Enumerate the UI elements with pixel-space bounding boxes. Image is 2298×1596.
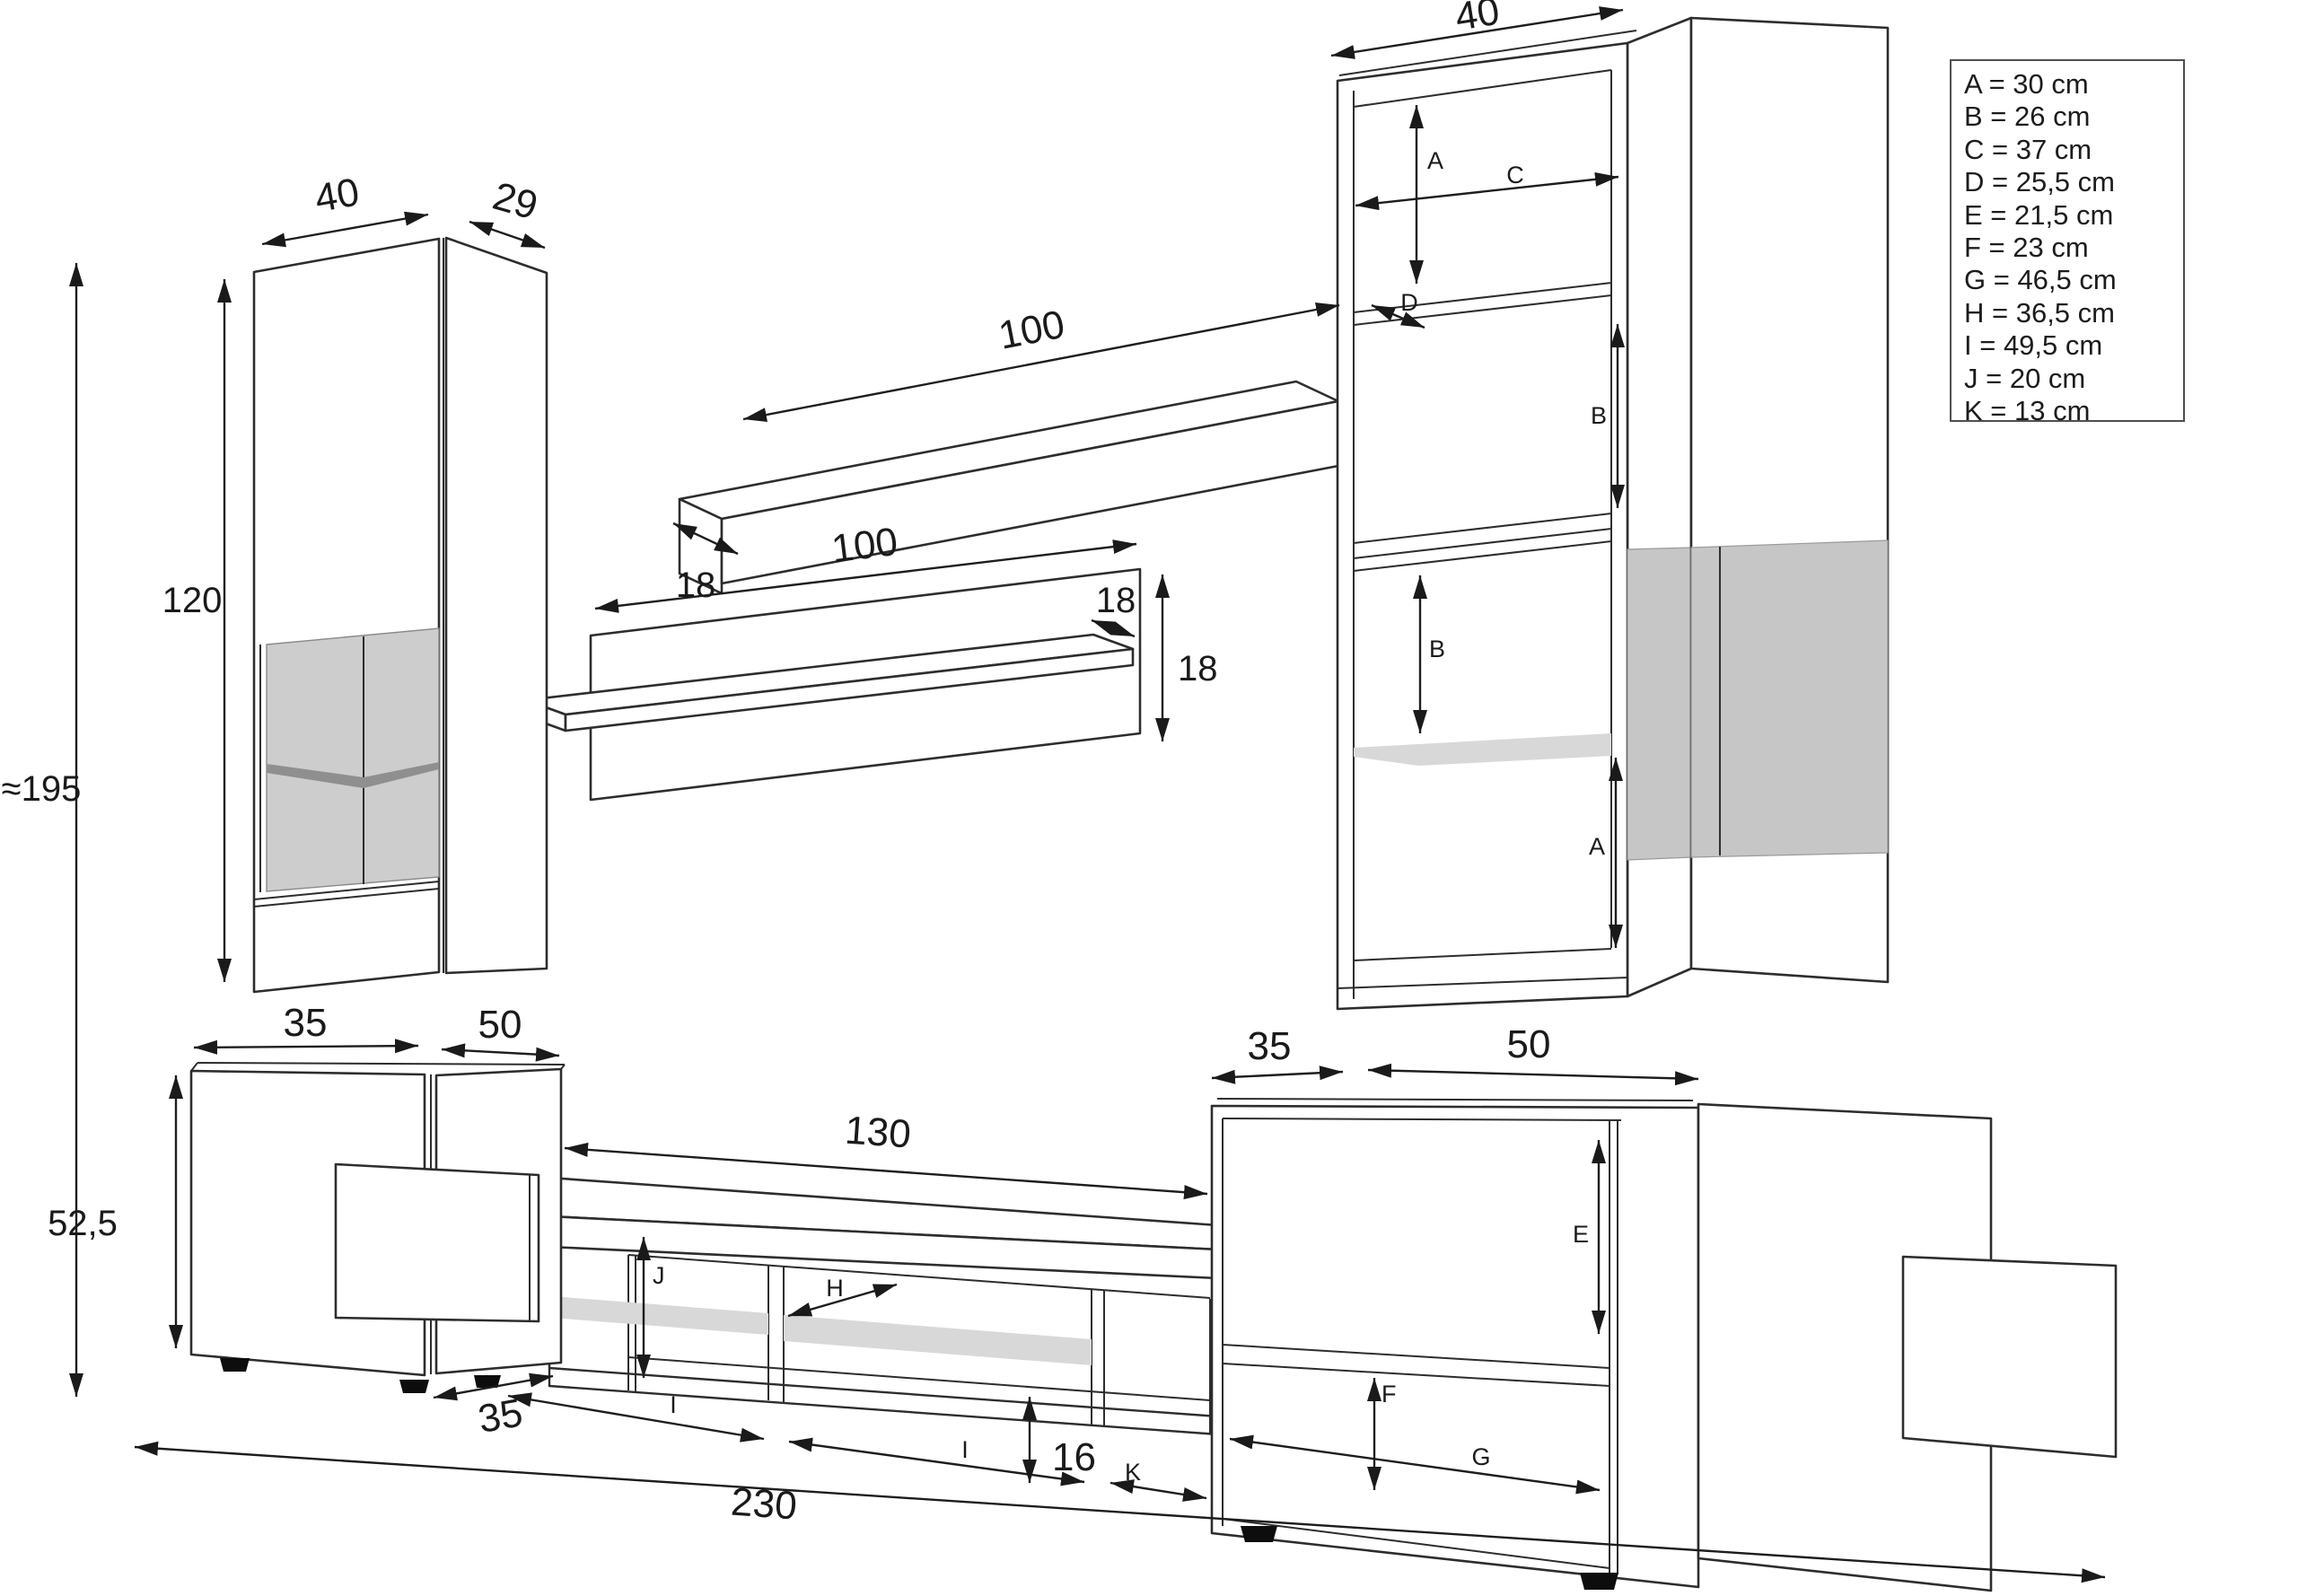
dim-right-base-e: E	[1573, 1221, 1589, 1248]
dim-right-unit-b-lower: B	[1429, 636, 1445, 662]
legend-item: A = 30 cm	[1964, 68, 2089, 100]
dim-total-width: 230	[730, 1480, 799, 1529]
dim-tv-h: H	[826, 1275, 844, 1302]
right-wall-unit	[1336, 16, 1693, 1011]
legend-box: A = 30 cm B = 26 cm C = 37 cm D = 25,5 c…	[1950, 59, 2185, 426]
dim-left-base-front: 35	[284, 1001, 328, 1045]
tall-cabinet-shelf	[267, 762, 439, 788]
left-base-door-panel	[334, 1162, 540, 1323]
dim-right-unit-width: 40	[1452, 0, 1503, 39]
legend-item: B = 26 cm	[1964, 101, 2091, 133]
tv-stand-lit-shelf-left	[552, 1296, 768, 1335]
tv-stand	[548, 1176, 1220, 1436]
legend-item: K = 13 cm	[1964, 395, 2091, 427]
left-base-cabinet-door	[334, 1162, 540, 1323]
legend-item: H = 36,5 cm	[1964, 296, 2115, 329]
tall-cabinet-side	[444, 236, 548, 975]
right-unit-front	[1336, 41, 1629, 1011]
dim-tv-j: J	[653, 1262, 665, 1289]
dim-left-base-height: 52,5	[48, 1204, 118, 1243]
tall-display-cabinet	[252, 236, 548, 994]
dim-tall-cabinet-height: 120	[162, 581, 223, 620]
tv-stand-lit-shelf-mid	[784, 1315, 1092, 1365]
foot	[1580, 1573, 1618, 1590]
dim-right-base-side: 35	[1248, 1024, 1292, 1068]
right-unit-door-glass	[1690, 539, 1889, 858]
dim-upper-shelf-length: 100	[996, 303, 1068, 358]
right-unit-lit-shelf	[1354, 733, 1611, 766]
dim-left-base-side: 50	[478, 1003, 522, 1047]
legend-item: J = 20 cm	[1964, 362, 2086, 394]
right-wall-unit-door	[1689, 16, 1890, 984]
legend-item: I = 49,5 cm	[1964, 329, 2103, 362]
lower-wall-shelf	[524, 567, 1142, 802]
foot	[220, 1358, 250, 1372]
dim-lower-shelf-height: 18	[1178, 649, 1218, 688]
legend-item: E = 21,5 cm	[1964, 198, 2114, 231]
tall-cabinet-glass-door	[266, 627, 440, 892]
dim-tv-k: K	[1125, 1459, 1141, 1486]
right-unit-side-glass	[1627, 547, 1692, 861]
dim-tv-i-mid: I	[961, 1436, 969, 1463]
dim-tall-cabinet-depth: 29	[488, 174, 543, 229]
right-base-cabinet-front	[1210, 1104, 1700, 1589]
dim-right-base-f: F	[1381, 1381, 1397, 1407]
legend-item: G = 46,5 cm	[1964, 264, 2117, 296]
foot	[399, 1380, 429, 1393]
legend-item: D = 25,5 cm	[1964, 166, 2115, 198]
lower-shelf-front	[564, 647, 1135, 732]
right-base-cabinet	[1210, 1098, 1700, 1589]
dimension-annotations: ≈195 120 40 29 100 18 100 18 18 40 A C D…	[2, 0, 2106, 1583]
dim-tall-cabinet-width: 40	[311, 170, 363, 221]
foot	[1241, 1526, 1277, 1542]
dim-right-unit-a-bottom: A	[1589, 833, 1605, 860]
dim-right-unit-b-mid: B	[1591, 402, 1607, 429]
legend-item: C = 37 cm	[1964, 133, 2092, 165]
dim-total-height: ≈195	[2, 769, 82, 809]
tv-back-panel-board	[1901, 1255, 2118, 1459]
dim-lower-shelf-length: 100	[829, 520, 900, 572]
dim-right-unit-c: C	[1506, 162, 1524, 189]
dim-tv-length: 130	[844, 1109, 913, 1157]
legend-item: F = 23 cm	[1964, 232, 2089, 264]
tv-back-panel	[1901, 1255, 2118, 1459]
dim-tv-i-left: I	[670, 1391, 677, 1418]
dim-tv-floor-gap: 16	[1052, 1435, 1096, 1479]
dim-right-base-front: 50	[1507, 1022, 1551, 1066]
dim-right-unit-d: D	[1400, 289, 1418, 316]
dim-right-base-g: G	[1471, 1443, 1490, 1470]
dim-right-unit-a-top: A	[1427, 147, 1443, 174]
dim-lower-shelf-depth: 18	[1096, 581, 1136, 620]
